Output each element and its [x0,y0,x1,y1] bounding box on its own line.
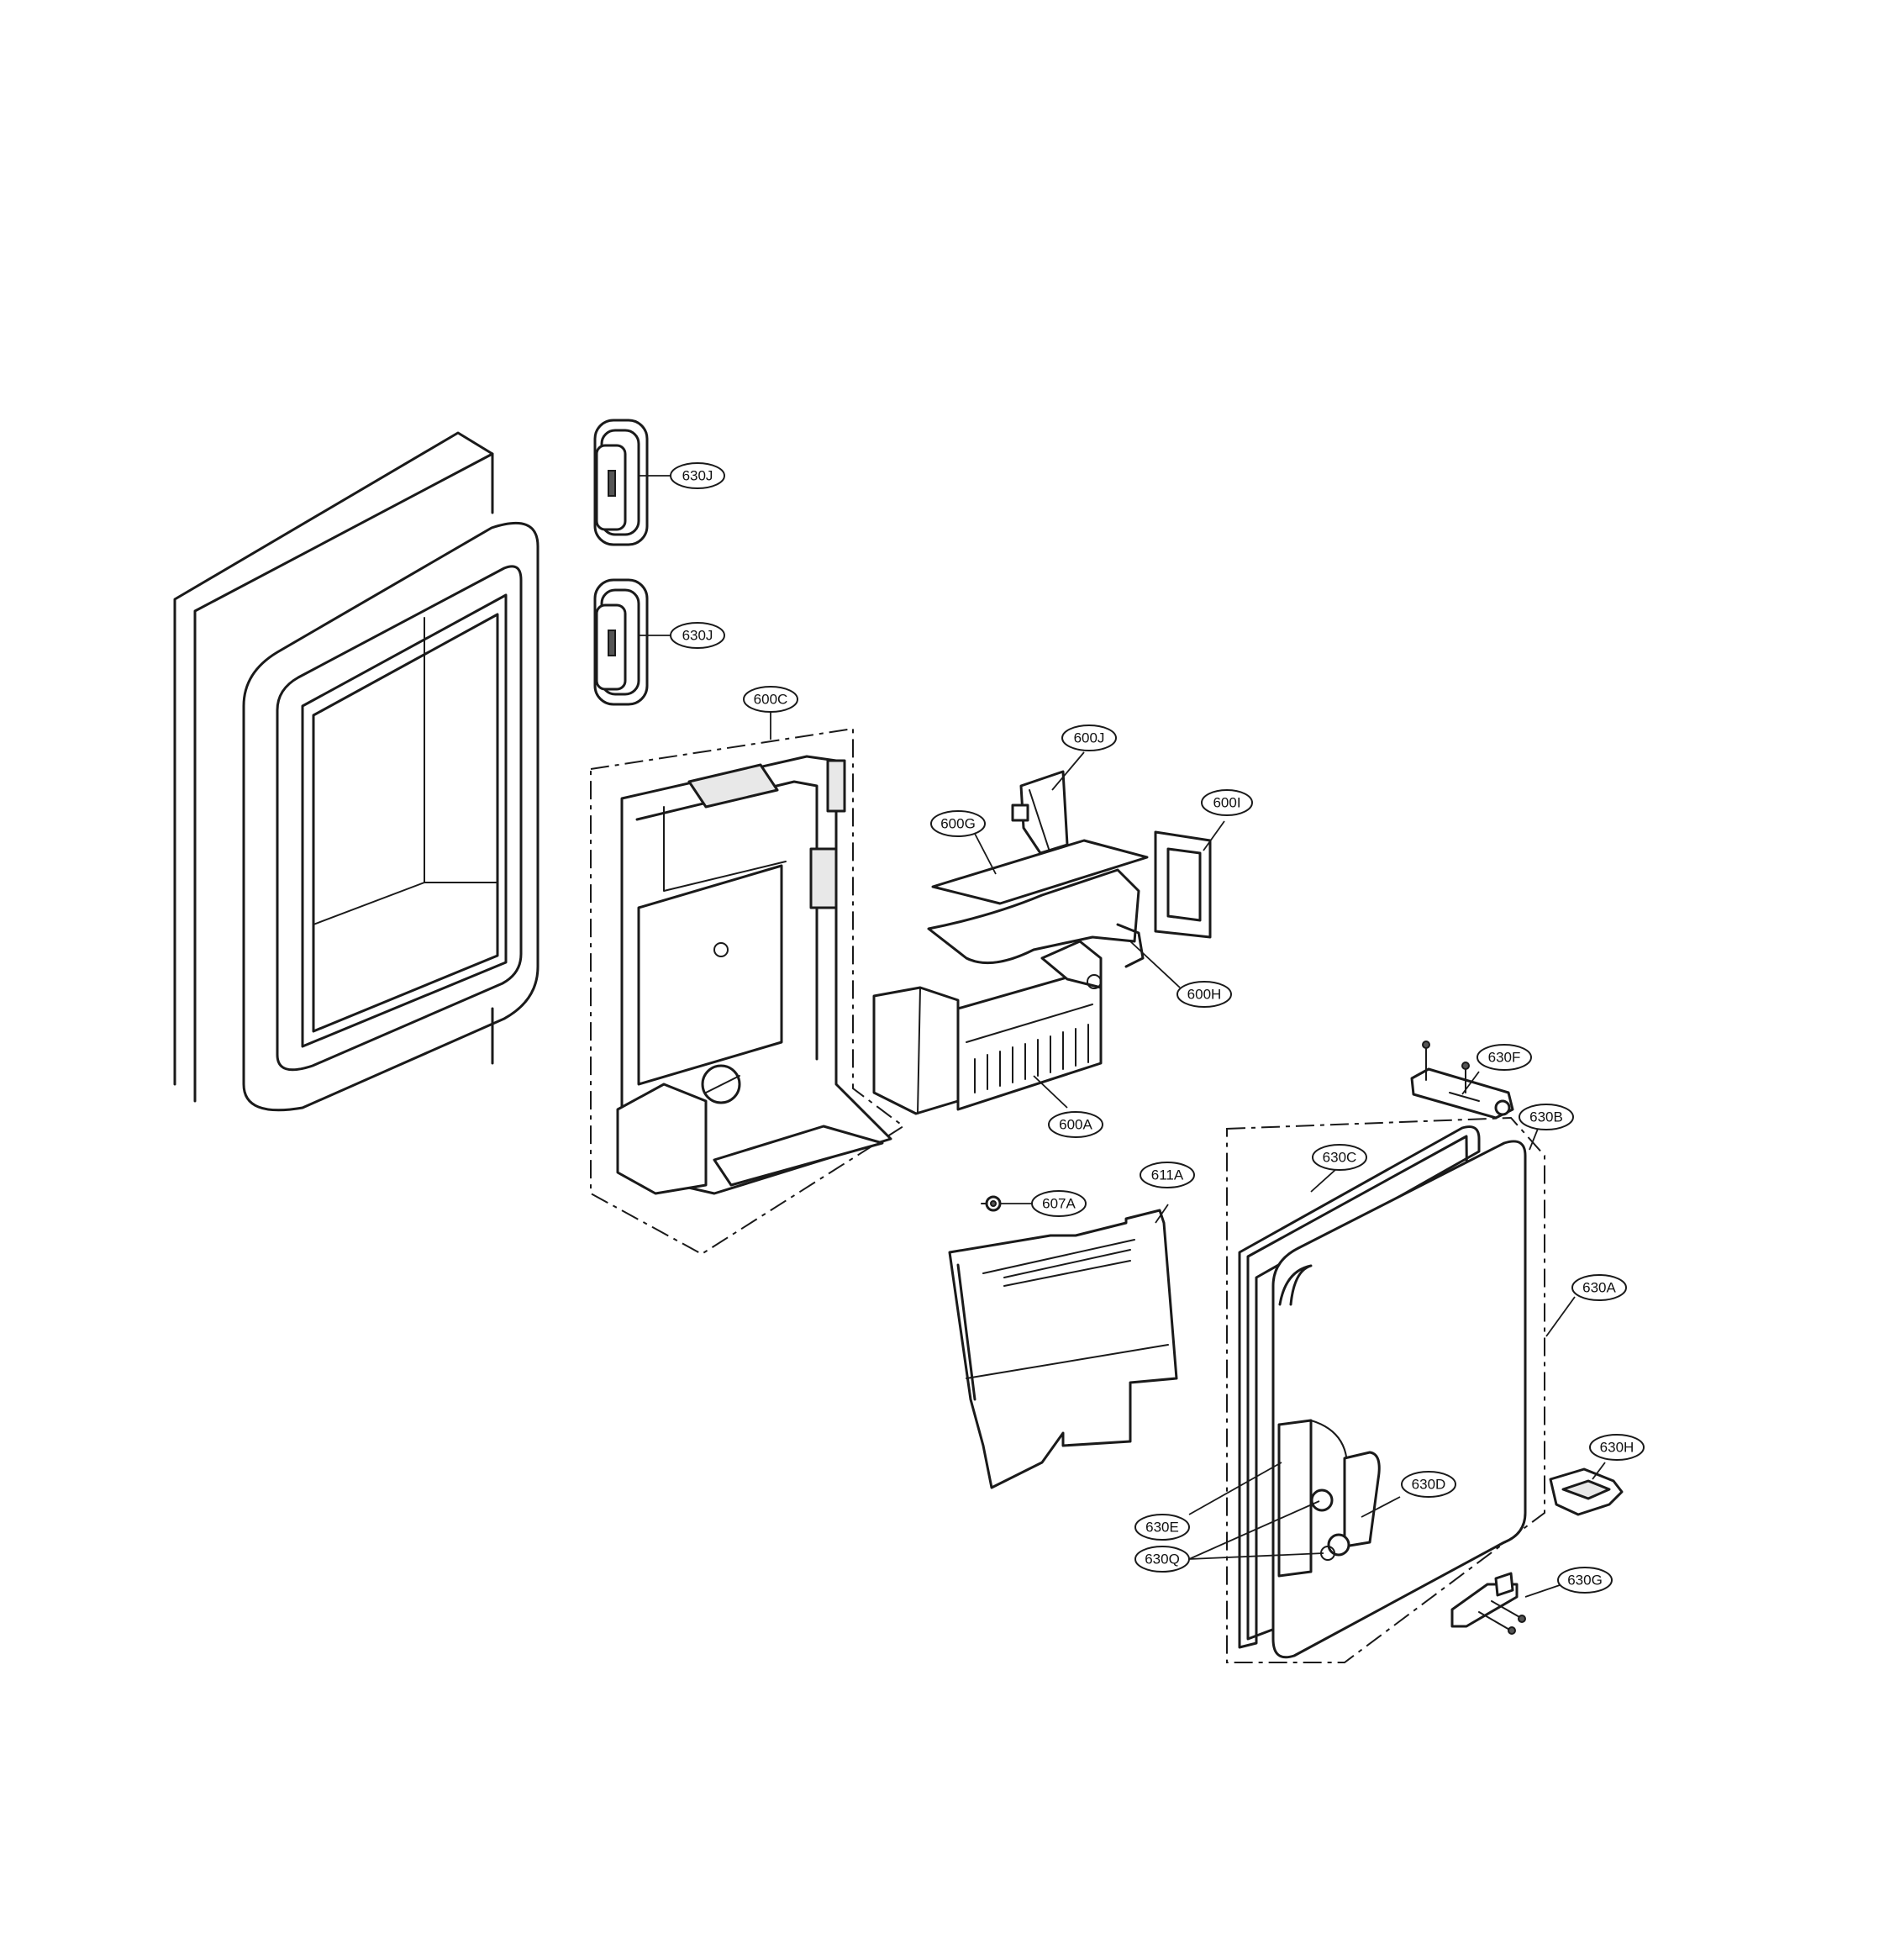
callout-label: 630D [1412,1477,1446,1493]
callout-600j[interactable]: 600J [1061,724,1117,751]
frame-600i [1154,830,1212,939]
callout-label: 630C [1323,1150,1357,1166]
grommet-630j-bottom [593,578,649,706]
callout-630h[interactable]: 630H [1589,1434,1645,1461]
callout-label: 607A [1042,1196,1076,1212]
callout-label: 630E [1145,1520,1179,1536]
callout-label: 600H [1187,987,1222,1003]
callout-600a[interactable]: 600A [1048,1111,1103,1138]
callout-label: 630A [1582,1280,1616,1296]
callout-label: 630B [1529,1109,1563,1125]
door-liner-illustration [173,431,540,1112]
callout-630d[interactable]: 630D [1401,1471,1456,1498]
grommet-630j-top [593,419,649,546]
callout-label: 630J [682,468,713,484]
chute-600j [1011,770,1069,855]
callout-label: 611A [1151,1167,1184,1183]
callout-label: 630G [1567,1573,1603,1589]
hinge-630g [1450,1572,1526,1635]
cap-630h [1549,1467,1624,1516]
screw-607a [981,1195,1002,1212]
callout-630e[interactable]: 630E [1134,1514,1190,1541]
callout-600h[interactable]: 600H [1176,981,1232,1008]
callout-label: 630J [682,628,713,644]
callout-label: 600C [754,692,788,708]
callout-630c[interactable]: 630C [1312,1144,1367,1171]
callout-630j-bottom[interactable]: 630J [670,622,725,649]
callout-630q[interactable]: 630Q [1134,1546,1190,1573]
callout-611a[interactable]: 611A [1140,1162,1195,1188]
callout-630j-top[interactable]: 630J [670,462,725,489]
callout-label: 630F [1488,1050,1521,1066]
bracket-600h [1116,923,1145,968]
callout-600i[interactable]: 600I [1201,789,1253,816]
callout-630a[interactable]: 630A [1571,1274,1627,1301]
door-assembly-630a [1226,1116,1545,1663]
ice-maker-600a [872,940,1103,1115]
callout-600g[interactable]: 600G [930,810,986,837]
callout-600c[interactable]: 600C [743,686,798,713]
callout-630f[interactable]: 630F [1477,1044,1532,1071]
callout-label: 600G [940,816,976,832]
dispenser-housing-600c [590,727,905,1256]
callout-label: 600J [1074,730,1105,746]
callout-label: 600I [1213,795,1240,811]
cover-600g [927,839,1149,965]
callout-label: 600A [1059,1117,1092,1133]
callout-label: 630H [1600,1440,1634,1456]
flap-611a [948,1209,1178,1489]
callout-630g[interactable]: 630G [1557,1567,1613,1594]
callout-label: 630Q [1145,1552,1180,1567]
leader-lines [639,475,1606,1598]
callout-607a[interactable]: 607A [1031,1190,1087,1217]
callout-630b[interactable]: 630B [1519,1104,1574,1130]
